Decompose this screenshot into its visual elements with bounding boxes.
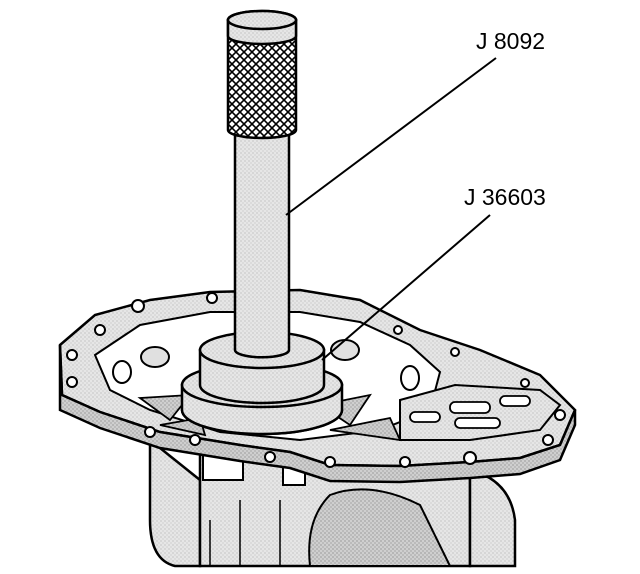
driver-handle-tool <box>226 9 298 359</box>
leader-line-j8092 <box>285 57 497 216</box>
installer-tool <box>180 330 344 436</box>
callout-label-j36603: J 36603 <box>464 184 546 210</box>
callout-label-j8092: J 8092 <box>476 28 546 54</box>
flange-bolt-holes <box>66 292 566 468</box>
leader-line-j36603 <box>321 214 491 361</box>
